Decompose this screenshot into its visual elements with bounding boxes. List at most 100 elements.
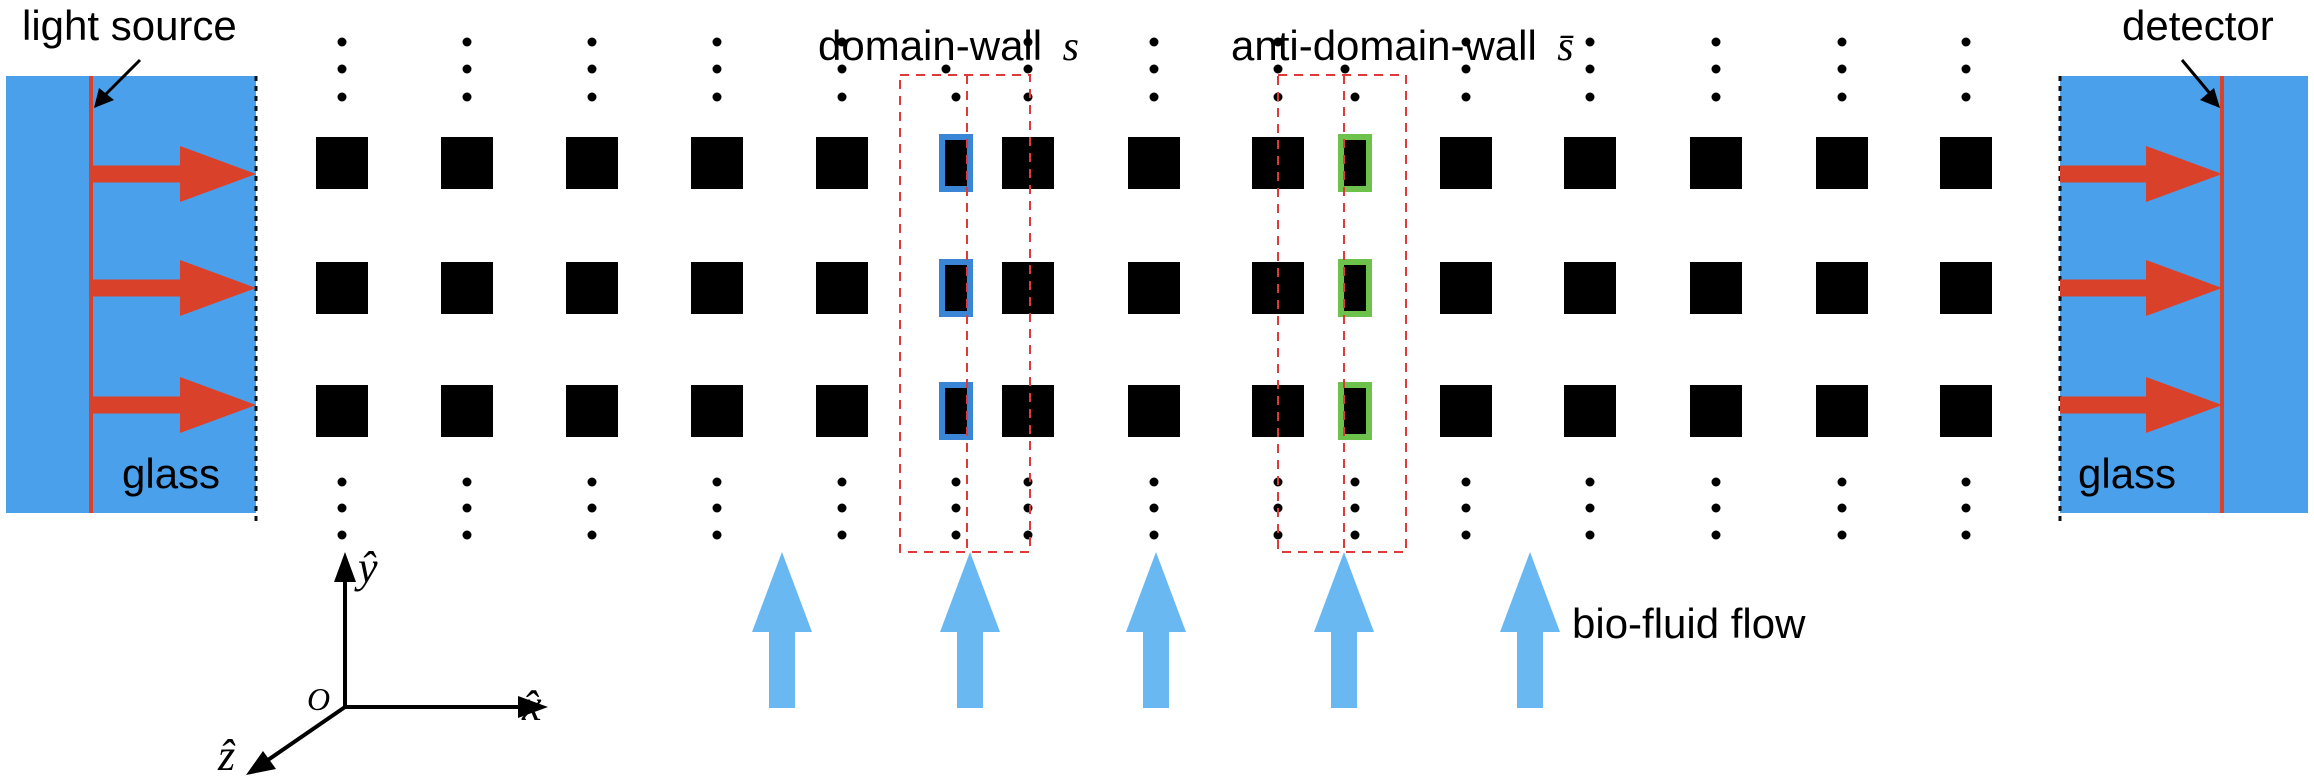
pillar-lattice [316,37,1992,540]
right-glass-block: glass [2058,76,2308,526]
ellipsis-dot [1711,37,1721,47]
ellipsis-dot [951,92,961,102]
ellipsis-dot [1585,37,1595,47]
ellipsis-dot [1585,477,1595,487]
domain-wall-pillar [939,259,973,317]
pillar [816,137,868,189]
ellipsis-dot [587,477,597,487]
ellipsis-dot [1023,64,1033,74]
z-axis-label: ẑ [217,731,236,778]
ellipsis-dot [587,92,597,102]
ellipsis-dot [1711,530,1721,540]
ellipsis-dot [1585,64,1595,74]
light-source-arrow [91,146,256,202]
ellipsis-dot [337,92,347,102]
flow-arrow-head [752,552,812,632]
flow-arrow-shaft [769,630,795,708]
flow-arrow-shaft [1143,630,1169,708]
ellipsis-dot [1023,92,1033,102]
ellipsis-dot [837,530,847,540]
ellipsis-dot [587,37,597,47]
flow-label: bio-fluid flow [1572,600,1806,647]
domain-wall-title: domain-wall s [818,22,1079,70]
flow-arrow [940,552,1000,708]
x-axis-head [518,696,548,718]
pillar [441,262,493,314]
flow-arrow [1126,552,1186,708]
ellipsis-dot [1340,64,1350,74]
ellipsis-dot [837,37,847,47]
detector-arrow [2060,260,2222,316]
pillar [691,137,743,189]
ellipsis-dot [1461,92,1471,102]
pillar [441,137,493,189]
z-axis-head [246,751,276,775]
z-axis-line [263,705,347,764]
ellipsis-dot [462,92,472,102]
pillar [1564,262,1616,314]
ellipsis-dot [951,503,961,513]
ellipsis-dot [462,477,472,487]
flow-arrow-shaft [1517,630,1543,708]
ellipsis-dot [337,530,347,540]
ellipsis-dot [1273,64,1283,74]
ellipsis-dot [337,64,347,74]
pillar [316,137,368,189]
ellipsis-dot [1149,64,1159,74]
flow-arrow [1314,552,1374,708]
ellipsis-dot [1023,37,1033,47]
ellipsis-dot [587,503,597,513]
ellipsis-dot [712,477,722,487]
pillar [816,262,868,314]
ellipsis-dot [1837,503,1847,513]
light-source-label: light source [22,2,237,49]
ellipsis-dot [1585,530,1595,540]
glass-left-label: glass [122,450,220,497]
flow-arrow-head [940,552,1000,632]
detector-pointer-head [2200,88,2220,108]
ellipsis-dot [1961,64,1971,74]
ellipsis-dot [712,503,722,513]
ellipsis-dot [1023,530,1033,540]
ellipsis-dot [1961,477,1971,487]
anti-domain-wall-title: anti-domain-wall s̄ [1231,22,1574,70]
coordinate-axes: O ŷ x̂ ẑ [217,543,548,778]
pillar [691,262,743,314]
detector-arrow [2060,377,2222,433]
ellipsis-dot [837,64,847,74]
ellipsis-dot [1711,477,1721,487]
detector-label: detector [2122,2,2274,49]
y-axis-label: ŷ [354,543,378,592]
glass-right-label: glass [2078,450,2176,497]
ellipsis-dot [1461,64,1471,74]
ellipsis-dot [837,503,847,513]
ellipsis-dot [1461,530,1471,540]
ellipsis-dot [1273,37,1283,47]
ellipsis-dot [837,92,847,102]
ellipsis-dot [337,477,347,487]
ellipsis-dot [462,530,472,540]
ellipsis-dot [1149,477,1159,487]
left-glass-block: glass [6,76,258,526]
origin-label: O [307,681,330,717]
ellipsis-dot [1149,37,1159,47]
x-axis-label: x̂ [521,681,542,730]
flow-arrow [1500,552,1560,708]
ellipsis-dot [1023,477,1033,487]
pillar [1002,137,1054,189]
flow-arrow-head [1314,552,1374,632]
ellipsis-dot [462,37,472,47]
flow-arrow-shaft [1331,630,1357,708]
ellipsis-dot [1149,530,1159,540]
detector-arrow [2060,146,2222,202]
pillar [1816,262,1868,314]
ellipsis-dot [1350,530,1360,540]
pillar [1816,385,1868,437]
anti-domain-wall-label: anti-domain-wall [1231,22,1537,69]
pillar [1440,262,1492,314]
domain-wall-region [899,74,1031,553]
pillar [1002,262,1054,314]
anti-domain-wall-symbol: s̄ [1557,24,1574,70]
ellipsis-dot [1837,92,1847,102]
